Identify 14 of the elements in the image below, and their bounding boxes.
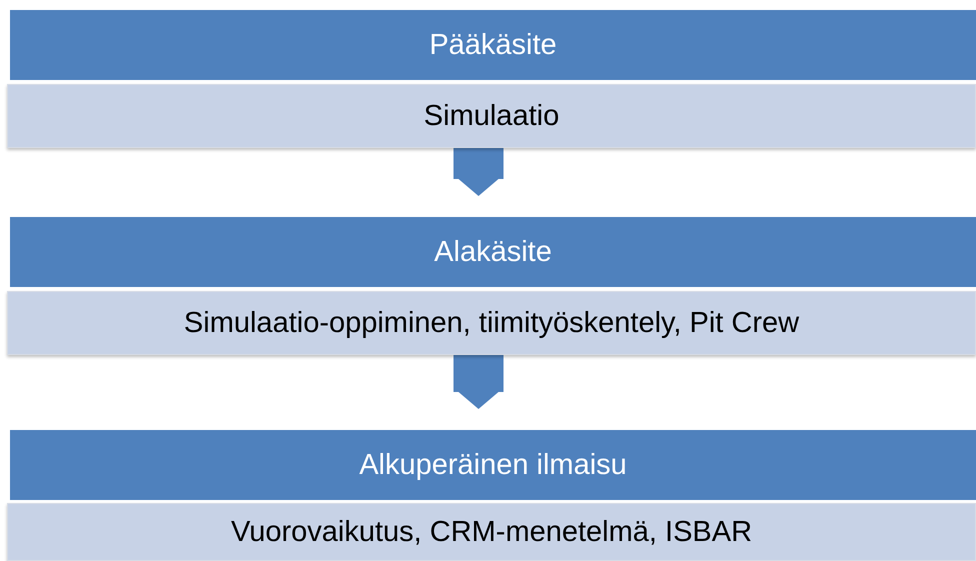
heading-text: Alakäsite [434, 234, 552, 270]
content-band [7, 503, 976, 561]
content-band [7, 84, 976, 148]
body-text: Vuorovaikutus, CRM-menetelmä, ISBAR [230, 514, 752, 550]
content-band [7, 291, 976, 355]
header-band [10, 430, 976, 500]
down-arrow [454, 355, 504, 410]
header-band [10, 217, 976, 287]
body-text: Simulaatio [424, 98, 560, 134]
header-band [10, 10, 976, 80]
body-text: Simulaatio-oppiminen, tiimityöskentely, Pit Crew [184, 306, 800, 341]
down-arrow [454, 148, 504, 196]
heading-text: Alkuperäinen ilmaisu [359, 448, 627, 483]
heading-text: Pääkäsite [429, 28, 557, 63]
